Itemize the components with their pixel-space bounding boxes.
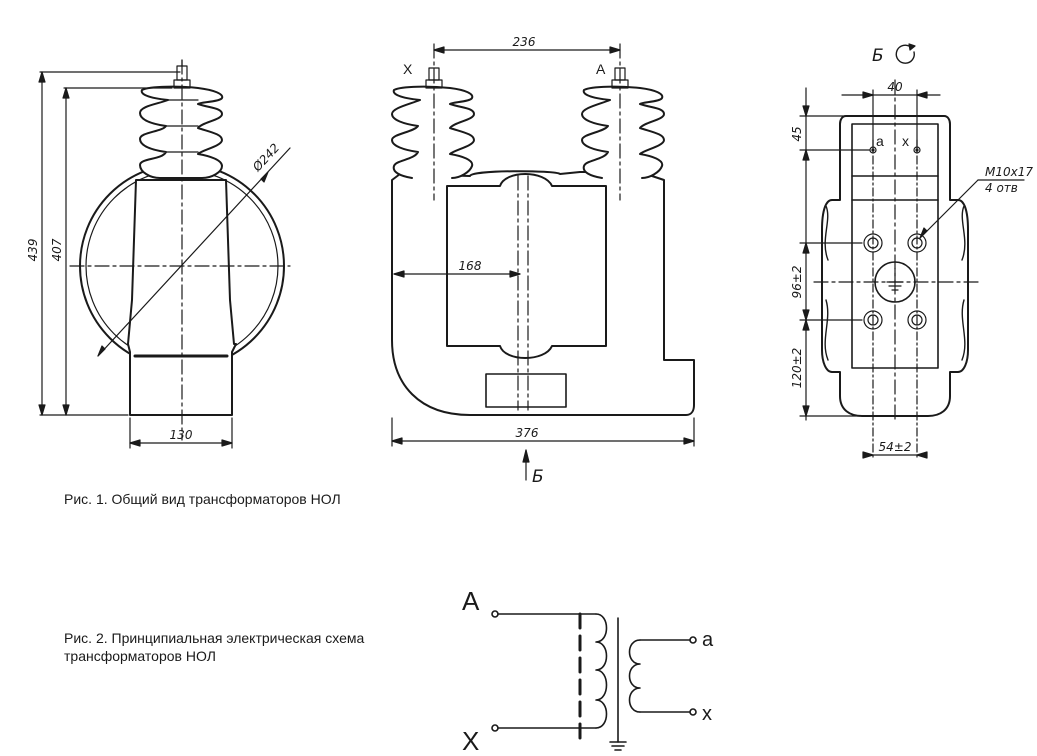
schematic-label-A: A [462, 586, 480, 616]
dim-core: 168 [459, 259, 482, 273]
bottom-terminal-x: x [902, 133, 909, 149]
dim-45: 45 [790, 126, 804, 141]
hole-spec-thread: M10x17 [985, 165, 1033, 179]
bottom-view-title: Б [872, 46, 884, 66]
dim-diameter: Ø242 [249, 141, 282, 175]
schematic-label-a: a [702, 629, 714, 651]
side-terminal-x: X [403, 61, 413, 77]
schematic-label-x: x [702, 703, 712, 725]
figure-2-caption: Рис. 2. Принципиальная электрическая схе… [64, 629, 364, 665]
dim-height-body: 407 [50, 238, 64, 261]
dim-height-total: 439 [26, 239, 40, 262]
dim-terminal-spacing: 236 [513, 35, 536, 49]
dim-120: 120±2 [790, 348, 804, 389]
figure-2-caption-line2: трансформаторов НОЛ [64, 648, 216, 664]
figure-1-caption: Рис. 1. Общий вид трансформаторов НОЛ [64, 491, 341, 507]
dim-length: 376 [516, 426, 539, 440]
view-arrow-label: Б [532, 467, 544, 487]
bottom-view [799, 43, 1025, 461]
schematic-label-X: X [462, 726, 479, 756]
figure-2-caption-line1: Рис. 2. Принципиальная электрическая схе… [64, 630, 365, 646]
dim-96: 96±2 [790, 266, 804, 299]
bottom-terminal-a: a [876, 133, 884, 149]
dim-top-40: 40 [887, 80, 903, 94]
side-view [391, 43, 695, 481]
schematic [491, 610, 697, 751]
dim-width-front: 130 [170, 428, 193, 442]
side-terminal-a: A [596, 61, 606, 77]
front-view [38, 59, 291, 449]
dim-54: 54±2 [879, 440, 912, 454]
hole-spec-count: 4 отв [985, 181, 1018, 195]
